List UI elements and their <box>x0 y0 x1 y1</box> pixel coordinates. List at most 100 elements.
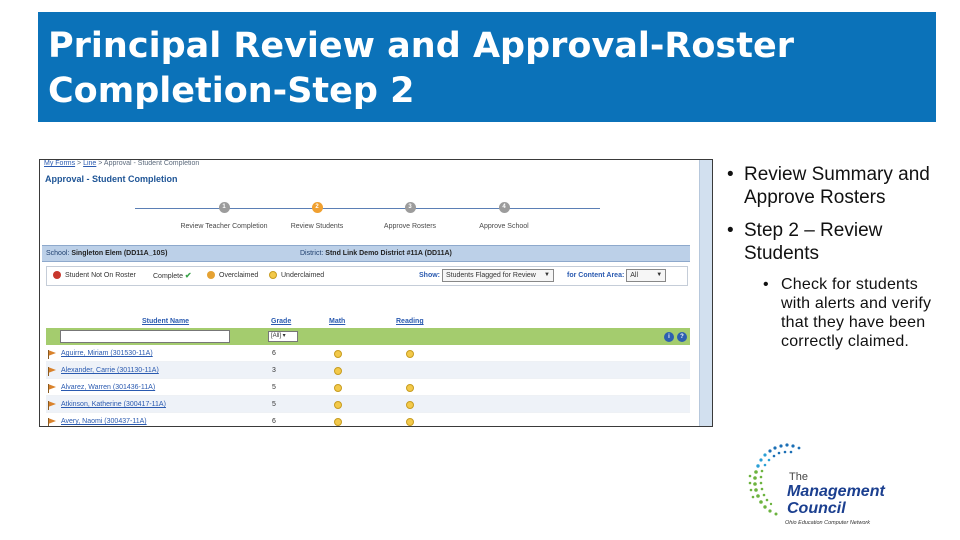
underclaimed-icon <box>269 271 277 280</box>
underclaimed-icon <box>334 350 342 358</box>
flag-icon <box>48 350 56 359</box>
info-icon[interactable]: i <box>664 332 674 342</box>
table-header: Student Name Grade Math Reading <box>46 318 690 328</box>
step-4-label: Approve School <box>479 223 529 230</box>
district-label: District: <box>300 250 324 257</box>
filter-row: [All] ▾ i ? <box>46 328 690 345</box>
district-info: District: Stnd Link Demo District #11A (… <box>300 246 452 261</box>
table-row[interactable]: Alexander, Carrie (301130-11A) 3 <box>46 362 690 379</box>
underclaimed-icon <box>334 401 342 409</box>
step-3-number: 3 <box>404 202 416 213</box>
checkmark-icon: ✔ <box>184 271 192 280</box>
breadcrumb-current: Approval - Student Completion <box>103 160 200 167</box>
underclaimed-icon <box>334 418 342 426</box>
underclaimed-icon <box>406 401 414 409</box>
table-row[interactable]: Atkinson, Katherine (300417-11A) 5 <box>46 396 690 413</box>
breadcrumb-separator: > <box>96 160 104 167</box>
student-grade: 5 <box>272 401 276 408</box>
flag-icon <box>48 367 56 376</box>
table-row[interactable]: Avery, Naomi (300437-11A) 6 <box>46 413 690 426</box>
step-3[interactable]: 3 Approve Rosters <box>350 202 470 230</box>
school-info-bar: School: Singleton Elem (DD11A_10S) Distr… <box>42 245 690 262</box>
step-1-number: 1 <box>218 202 230 213</box>
underclaimed-icon <box>334 384 342 392</box>
school-label: School: <box>46 250 70 257</box>
student-grade: 6 <box>272 350 276 357</box>
student-name-link[interactable]: Avery, Naomi (300437-11A) <box>61 418 147 425</box>
flag-icon <box>48 401 56 410</box>
stepper-track <box>135 208 600 209</box>
legend-underclaimed-label: Underclaimed <box>281 272 325 279</box>
student-grade: 5 <box>272 384 276 391</box>
bullet-review-summary: Review Summary and Approve Rosters <box>727 163 942 209</box>
student-name-link[interactable]: Alvarez, Warren (301436-11A) <box>61 384 156 391</box>
legend-overclaimed: Overclaimed <box>207 267 258 285</box>
underclaimed-icon <box>406 350 414 358</box>
sub-bullet-check-students: Check for students with alerts and verif… <box>763 275 942 351</box>
school-value: Singleton Elem (DD11A_10S) <box>71 250 168 257</box>
district-value: Stnd Link Demo District #11A (DD11A) <box>325 250 452 257</box>
breadcrumb: My Forms > Line > Approval - Student Com… <box>44 160 199 167</box>
alert-icon <box>53 271 61 280</box>
legend-not-on-roster-label: Student Not On Roster <box>65 272 136 279</box>
content-area-select[interactable]: All ▼ <box>626 268 667 282</box>
dot-swirl-icon <box>748 443 801 516</box>
content-area-value: All <box>630 271 639 279</box>
logo-line-council: Council <box>787 500 846 517</box>
step-4[interactable]: 4 Approve School <box>444 202 564 230</box>
breadcrumb-separator: > <box>75 160 84 167</box>
column-grade[interactable]: Grade <box>271 318 292 325</box>
student-grade: 6 <box>272 418 276 425</box>
underclaimed-icon <box>406 418 414 426</box>
column-reading[interactable]: Reading <box>396 318 424 325</box>
help-icon[interactable]: ? <box>677 332 687 342</box>
student-name-filter-input[interactable] <box>60 330 230 343</box>
show-label: Show: <box>419 272 440 279</box>
content-area-label: for Content Area: <box>567 272 625 279</box>
content-area-filter: for Content Area: All ▼ <box>567 267 667 285</box>
school-info: School: Singleton Elem (DD11A_10S) <box>46 246 167 261</box>
column-math[interactable]: Math <box>329 318 346 325</box>
show-select[interactable]: Students Flagged for Review▼ <box>441 268 554 282</box>
chevron-down-icon: ▼ <box>656 271 663 278</box>
breadcrumb-line-link[interactable]: Line <box>83 160 97 167</box>
show-filter: Show: Students Flagged for Review▼ <box>419 267 554 285</box>
legend-bar: Student Not On Roster Complete ✔ Overcla… <box>46 266 688 286</box>
legend-underclaimed: Underclaimed <box>269 267 324 285</box>
breadcrumb-home-link[interactable]: My Forms <box>44 160 76 167</box>
logo-name: Management Council <box>787 483 885 517</box>
student-name-link[interactable]: Alexander, Carrie (301130-11A) <box>61 367 159 374</box>
student-table-body: Aguirre, Miriam (301530-11A) 6 Alexander… <box>46 345 690 426</box>
step-4-number: 4 <box>498 202 510 213</box>
grade-filter-value: [All] <box>271 333 282 339</box>
table-row[interactable]: Aguirre, Miriam (301530-11A) 6 <box>46 345 690 362</box>
overclaimed-icon <box>207 271 215 280</box>
step-2-number: 2 <box>311 202 323 213</box>
logo-the: The <box>789 471 808 483</box>
flag-icon <box>48 384 56 393</box>
column-student-name[interactable]: Student Name <box>142 318 190 325</box>
logo-line-management: Management <box>787 483 885 500</box>
step-2-label: Review Students <box>290 223 344 230</box>
legend-overclaimed-label: Overclaimed <box>219 272 259 279</box>
slide-title-line-2: Completion-Step 2 <box>48 71 415 111</box>
legend-complete-label: Complete <box>153 273 183 280</box>
slide-title-line-1: Principal Review and Approval-Roster <box>48 26 794 66</box>
flag-icon <box>48 418 56 426</box>
underclaimed-icon <box>406 384 414 392</box>
logo-tagline: Ohio Education Computer Network <box>785 520 870 526</box>
embedded-screenshot: My Forms > Line > Approval - Student Com… <box>39 159 713 427</box>
student-name-link[interactable]: Atkinson, Katherine (300417-11A) <box>61 401 166 408</box>
table-row[interactable]: Alvarez, Warren (301436-11A) 5 <box>46 379 690 396</box>
underclaimed-icon <box>334 367 342 375</box>
step-1[interactable]: 1 Review Teacher Completion <box>164 202 284 230</box>
step-3-label: Approve Rosters <box>383 223 437 230</box>
step-2[interactable]: 2 Review Students <box>257 202 377 230</box>
legend-not-on-roster: Student Not On Roster <box>53 267 136 285</box>
page-title: Approval - Student Completion <box>45 174 178 184</box>
grade-filter-select[interactable]: [All] ▾ <box>268 331 298 342</box>
slide-title-banner: Principal Review and Approval-Roster Com… <box>38 12 936 122</box>
bullet-list: Review Summary and Approve Rosters Step … <box>727 163 942 351</box>
vertical-scrollbar[interactable] <box>699 160 712 426</box>
student-name-link[interactable]: Aguirre, Miriam (301530-11A) <box>61 350 153 357</box>
